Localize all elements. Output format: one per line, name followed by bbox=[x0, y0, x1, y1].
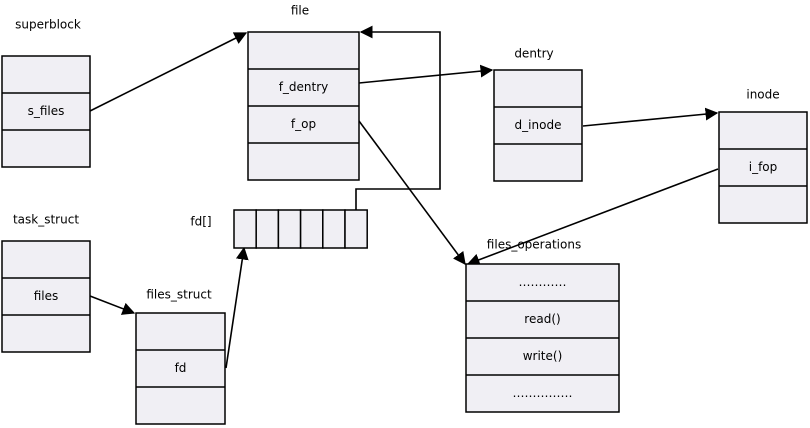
fd-cell bbox=[233, 209, 257, 249]
edge-s-files-to-file bbox=[89, 32, 248, 112]
task-struct-title: task_struct bbox=[13, 213, 79, 227]
fd-cell bbox=[322, 209, 346, 249]
edge-f-op-to-files-operations bbox=[358, 120, 466, 266]
edge-fd-to-fd-array bbox=[225, 246, 249, 369]
fd-cell bbox=[255, 209, 280, 249]
inode-title: inode bbox=[746, 88, 779, 102]
edge-i-fop-to-files-operations bbox=[466, 168, 719, 266]
files-struct-box bbox=[135, 312, 226, 425]
dentry-field-1: d_inode bbox=[515, 118, 562, 132]
edge-f-dentry-to-dentry bbox=[358, 64, 494, 84]
files-operations-field-1: read() bbox=[524, 312, 560, 326]
superblock-field-1: s_files bbox=[28, 104, 65, 118]
files-struct-title: files_struct bbox=[146, 288, 212, 302]
files-operations-struct: files_operations ………… read() write() …………… bbox=[465, 238, 620, 413]
files-struct-field-1: fd bbox=[175, 361, 187, 375]
edge-files-to-files-struct bbox=[89, 295, 136, 315]
edge-fd-array-to-file bbox=[355, 25, 441, 210]
superblock-struct: superblock s_files bbox=[1, 18, 91, 168]
files-operations-title: files_operations bbox=[487, 238, 581, 252]
file-title: file bbox=[291, 4, 309, 18]
fd-cell bbox=[277, 209, 302, 249]
dentry-title: dentry bbox=[514, 47, 553, 61]
file-field-1: f_dentry bbox=[279, 80, 329, 94]
fd-cell bbox=[344, 209, 368, 249]
fd-array-title: fd[] bbox=[190, 215, 211, 229]
files-operations-field-3: …………… bbox=[513, 386, 573, 400]
files-operations-field-0: ………… bbox=[519, 275, 567, 289]
inode-struct: inode i_fop bbox=[718, 88, 808, 224]
edges bbox=[89, 25, 719, 369]
edge-d-inode-to-inode bbox=[582, 107, 719, 127]
files-operations-field-2: write() bbox=[523, 349, 563, 363]
dentry-box bbox=[493, 69, 583, 182]
file-struct: file f_dentry f_op bbox=[247, 4, 360, 181]
dentry-struct: dentry d_inode bbox=[493, 47, 583, 182]
inode-field-1: i_fop bbox=[749, 160, 778, 174]
nodes: superblocks_filesfilef_dentryf_opdentryd… bbox=[1, 4, 808, 425]
fd-array: fd[] bbox=[190, 209, 368, 249]
task-struct-field-1: files bbox=[34, 289, 59, 303]
inode-box bbox=[718, 111, 808, 224]
file-field-2: f_op bbox=[291, 117, 316, 131]
superblock-box bbox=[1, 55, 91, 168]
fd-cell bbox=[299, 209, 324, 249]
superblock-title: superblock bbox=[15, 18, 81, 32]
task-struct-box bbox=[1, 240, 91, 353]
